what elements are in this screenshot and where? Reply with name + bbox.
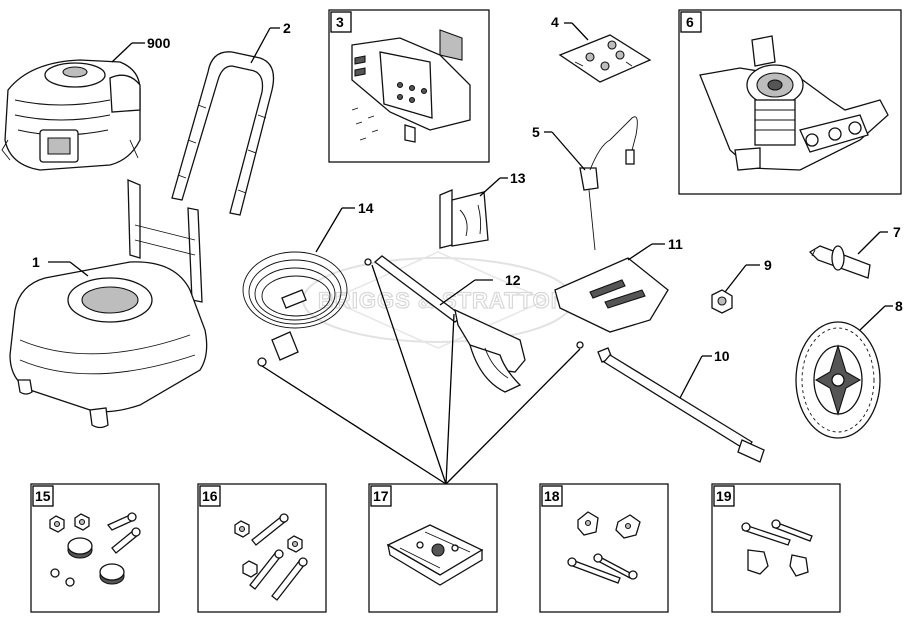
callout-1: 1	[32, 254, 40, 270]
callout-14: 14	[358, 200, 374, 216]
part-hardware-bag-4[interactable]	[558, 34, 652, 83]
leader-10	[679, 355, 703, 399]
callout-4: 4	[551, 14, 559, 30]
callout-13: 13	[510, 170, 526, 186]
leader-13	[479, 177, 501, 197]
box-16-label: 16	[202, 488, 218, 504]
callout-7: 7	[893, 224, 901, 240]
part-pump[interactable]	[699, 35, 889, 171]
part-axle-7[interactable]	[808, 245, 871, 279]
callout-11: 11	[668, 236, 683, 252]
callout-2: 2	[283, 20, 291, 36]
leader-11	[627, 243, 653, 261]
part-holster-13[interactable]	[439, 189, 489, 249]
leader-8	[859, 305, 886, 331]
box-18-label: 18	[544, 488, 560, 504]
callout-12: 12	[505, 272, 521, 288]
leader-900	[111, 42, 133, 63]
box-17-label: 17	[373, 488, 389, 504]
callout-10: 10	[714, 348, 730, 364]
part-valve-5[interactable]	[579, 116, 638, 251]
part-handle[interactable]	[171, 51, 275, 216]
box-19-label: 19	[716, 488, 732, 504]
leader-2	[250, 27, 271, 64]
part-wheel-8[interactable]	[795, 321, 881, 439]
part-kit-16[interactable]	[234, 513, 308, 601]
callout-8: 8	[895, 298, 903, 314]
part-kit-19[interactable]	[741, 519, 813, 577]
leaders-to-17	[261, 264, 581, 485]
box-6-label: 6	[686, 14, 694, 30]
part-hose-14[interactable]	[242, 251, 348, 367]
leader-7	[857, 231, 881, 255]
part-kit-18[interactable]	[567, 511, 641, 584]
callout-900: 900	[147, 35, 171, 51]
part-kit-17[interactable]	[386, 524, 484, 586]
leader-14	[315, 207, 343, 253]
part-lance-10[interactable]	[576, 341, 765, 463]
leader-12	[439, 279, 476, 306]
callout-5: 5	[532, 124, 540, 140]
callout-9: 9	[764, 257, 772, 273]
part-spray-gun-12[interactable]	[364, 255, 526, 393]
leader-1	[69, 261, 89, 277]
part-kit-15[interactable]	[49, 512, 141, 587]
leader-5	[551, 131, 586, 171]
part-nut-9[interactable]	[711, 289, 733, 314]
part-nozzle-bag-11[interactable]	[554, 257, 669, 333]
part-frame[interactable]	[9, 179, 208, 429]
part-control-panel[interactable]	[351, 29, 471, 143]
box-15-label: 15	[35, 488, 51, 504]
leader-4	[571, 22, 589, 41]
part-engine[interactable]	[1, 59, 141, 171]
leader-9	[724, 264, 747, 293]
box-3-label: 3	[336, 14, 344, 30]
